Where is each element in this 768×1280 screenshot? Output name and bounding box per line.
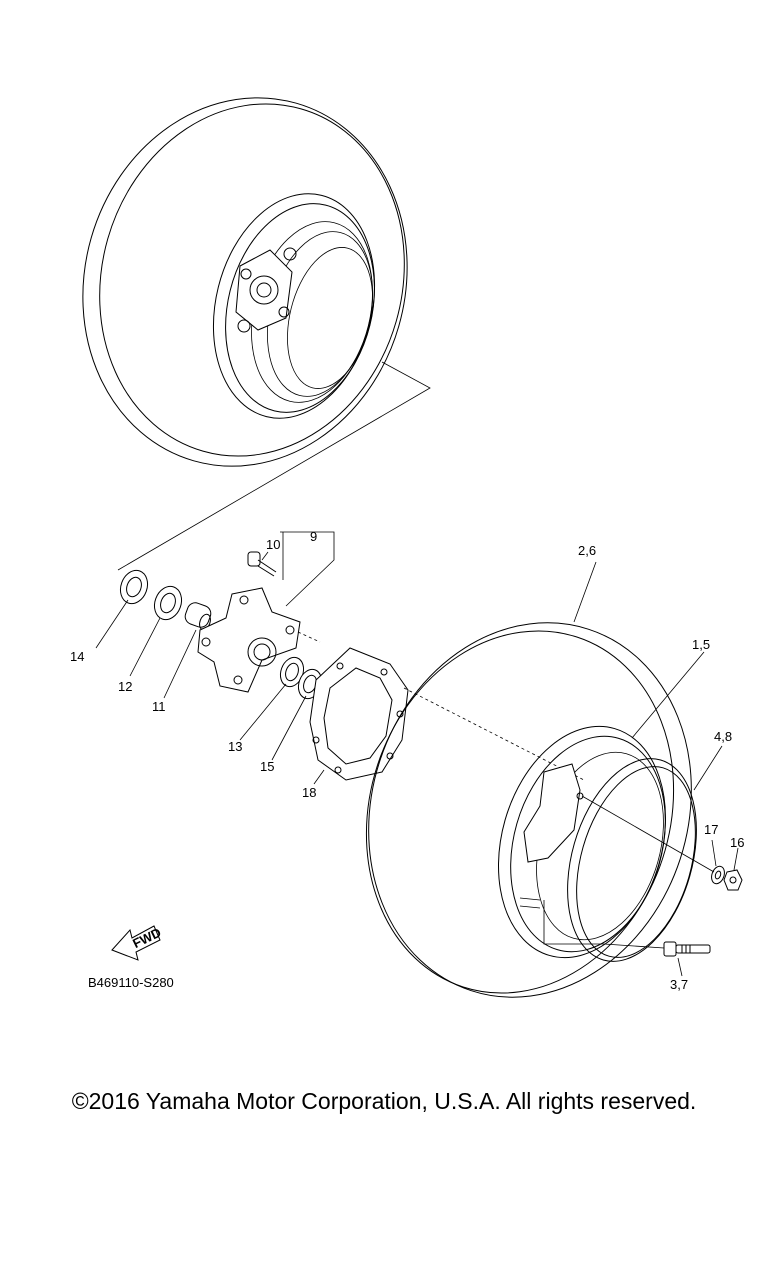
callout-4-8: 4,8 <box>714 729 732 744</box>
copyright-notice: ©2016 Yamaha Motor Corporation, U.S.A. A… <box>71 1088 697 1114</box>
callout-12: 12 <box>118 679 132 694</box>
wheel-rim-1-5 <box>498 725 666 959</box>
callout-11: 11 <box>152 699 166 714</box>
callout-2-6: 2,6 <box>578 543 596 558</box>
callout-15: 15 <box>260 759 274 774</box>
valve-3-7 <box>663 941 711 957</box>
callout-16: 16 <box>730 835 744 850</box>
hub-9 <box>197 587 301 693</box>
tire-2-6 <box>365 622 692 998</box>
guide-line <box>117 361 431 571</box>
spacer-11 <box>184 602 212 631</box>
nut-16 <box>723 869 743 891</box>
fwd-arrow-icon: FWD <box>111 925 163 961</box>
bearing-14 <box>119 569 149 605</box>
callout-14: 14 <box>70 649 84 664</box>
brake-disc-18 <box>309 647 409 781</box>
rim-band-4-8 <box>567 758 697 962</box>
axle-center-line <box>403 687 585 781</box>
callout-3-7: 3,7 <box>670 977 688 992</box>
leader-lines-hub <box>95 531 335 785</box>
callout-9: 9 <box>310 529 317 544</box>
bolt-10 <box>247 551 277 577</box>
callout-1-5: 1,5 <box>692 637 710 652</box>
fwd-label: FWD <box>130 925 163 951</box>
leader-lines-wheel <box>543 561 739 977</box>
callout-13: 13 <box>228 739 242 754</box>
figure-code: B469110-S280 <box>88 975 174 990</box>
callout-18: 18 <box>302 785 316 800</box>
washer-17 <box>711 865 725 885</box>
bearing-12 <box>153 585 183 621</box>
assembled-wheel <box>82 97 408 467</box>
callout-10: 10 <box>266 537 280 552</box>
callout-17: 17 <box>704 822 718 837</box>
